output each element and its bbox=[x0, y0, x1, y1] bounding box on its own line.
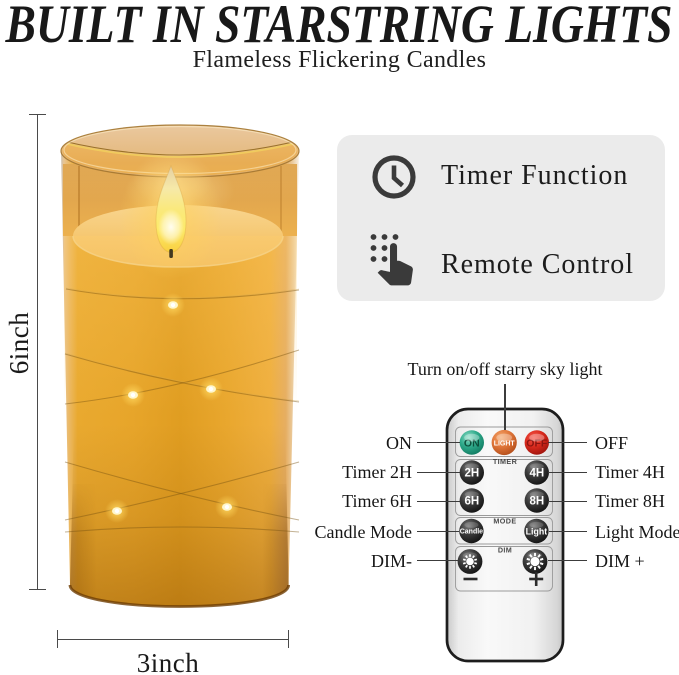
svg-text:6H: 6H bbox=[464, 496, 479, 508]
svg-text:8H: 8H bbox=[529, 496, 544, 508]
svg-text:DIM: DIM bbox=[498, 546, 512, 555]
svg-text:4H: 4H bbox=[529, 468, 544, 480]
svg-text:OFF: OFF bbox=[526, 437, 548, 449]
svg-text:ON: ON bbox=[464, 437, 480, 449]
svg-text:LIGHT: LIGHT bbox=[494, 440, 516, 447]
svg-text:Candle: Candle bbox=[460, 529, 483, 536]
svg-text:TIMER: TIMER bbox=[493, 457, 518, 466]
svg-text:BUILT IN STARSTRING LIGHTS: BUILT IN STARSTRING LIGHTS bbox=[5, 0, 673, 54]
svg-text:Light: Light bbox=[526, 526, 548, 536]
svg-text:2H: 2H bbox=[464, 468, 479, 480]
svg-text:MODE: MODE bbox=[493, 517, 516, 526]
